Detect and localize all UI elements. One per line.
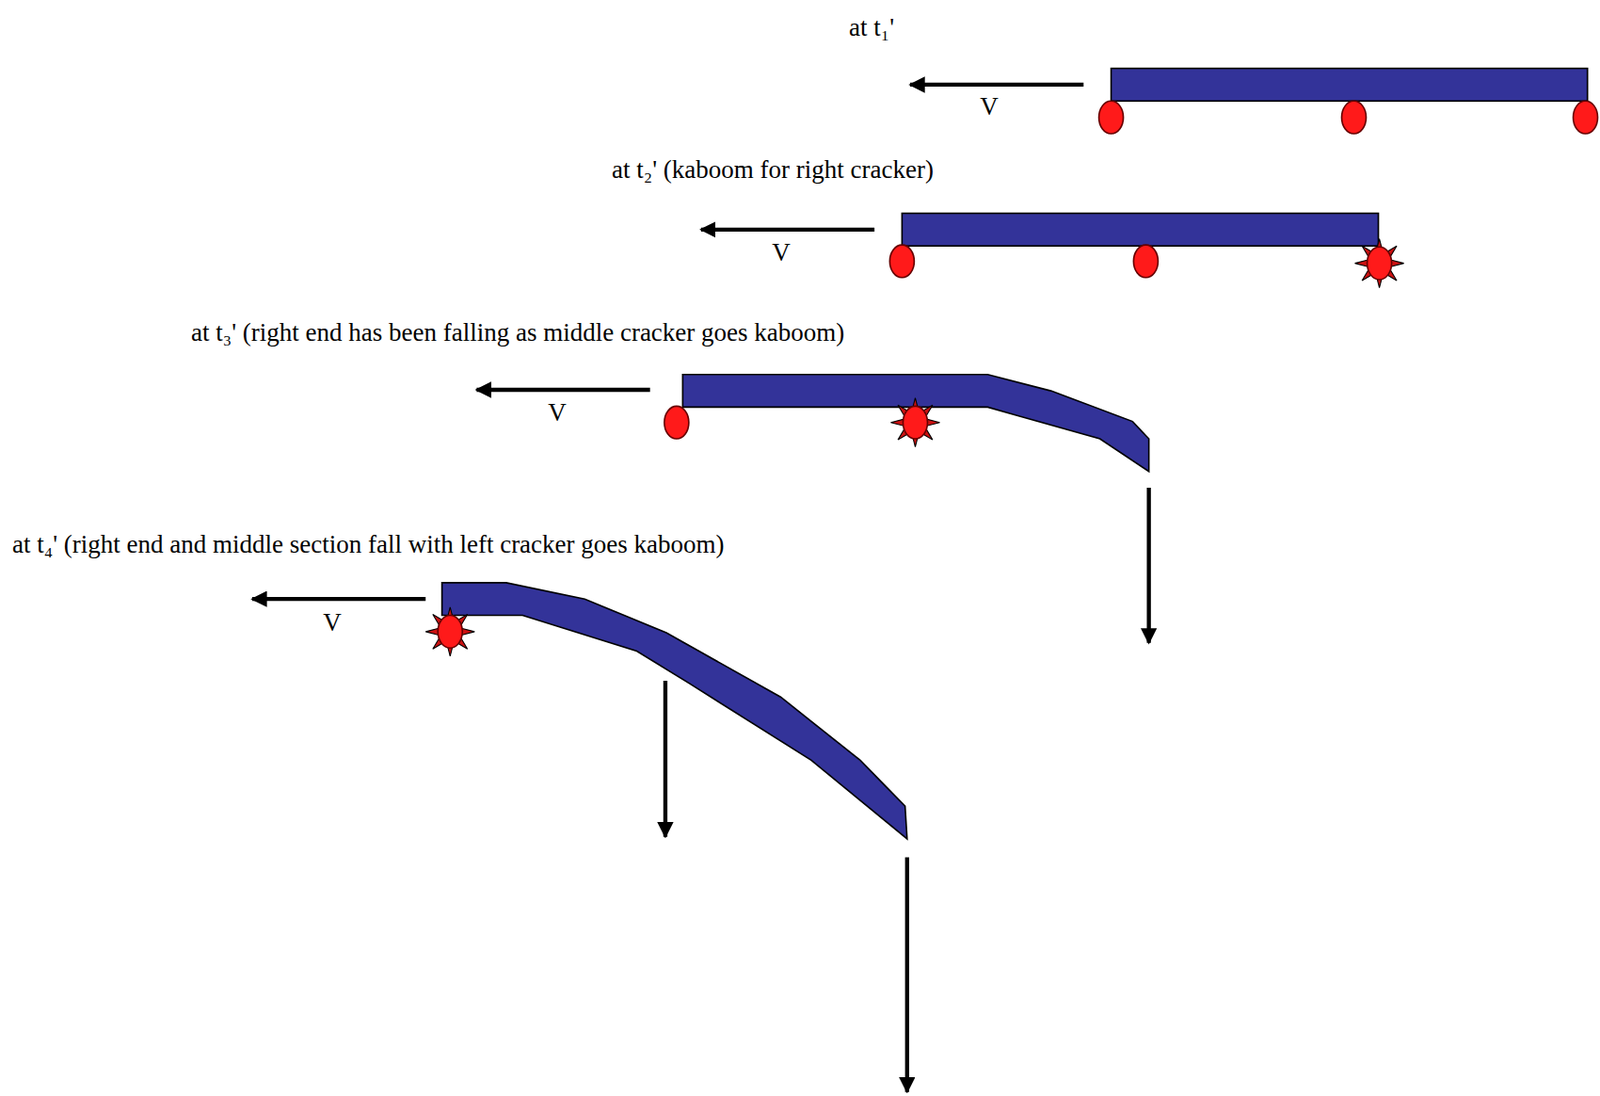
rod [901,213,1378,247]
fall-arrow [663,680,668,837]
velocity-label: V [979,91,999,122]
cracker [1099,100,1124,134]
velocity-label: V [771,237,791,268]
time-label: at t₁' [848,12,895,43]
velocity-arrow [701,227,875,232]
cracker [889,244,914,278]
cracker [1573,100,1599,134]
velocity-label: V [322,607,342,638]
time-label: at t₂' (kaboom for right cracker) [611,154,934,185]
fall-arrow [1146,487,1151,643]
cracker [1133,244,1158,278]
velocity-arrow [476,387,650,392]
cracker [664,405,689,439]
cracker [1341,100,1366,134]
fall-arrow [905,856,910,1091]
rod [442,582,908,839]
velocity-arrow [910,82,1084,87]
exploding-cracker [1355,239,1405,288]
exploding-cracker [425,607,475,656]
rod [1111,68,1588,102]
velocity-label: V [547,397,567,428]
velocity-arrow [252,596,426,601]
time-label: at t₃' (right end has been falling as mi… [191,317,845,348]
rod [682,374,1149,472]
time-label: at t₄' (right end and middle section fal… [12,528,725,560]
exploding-cracker [890,398,940,448]
